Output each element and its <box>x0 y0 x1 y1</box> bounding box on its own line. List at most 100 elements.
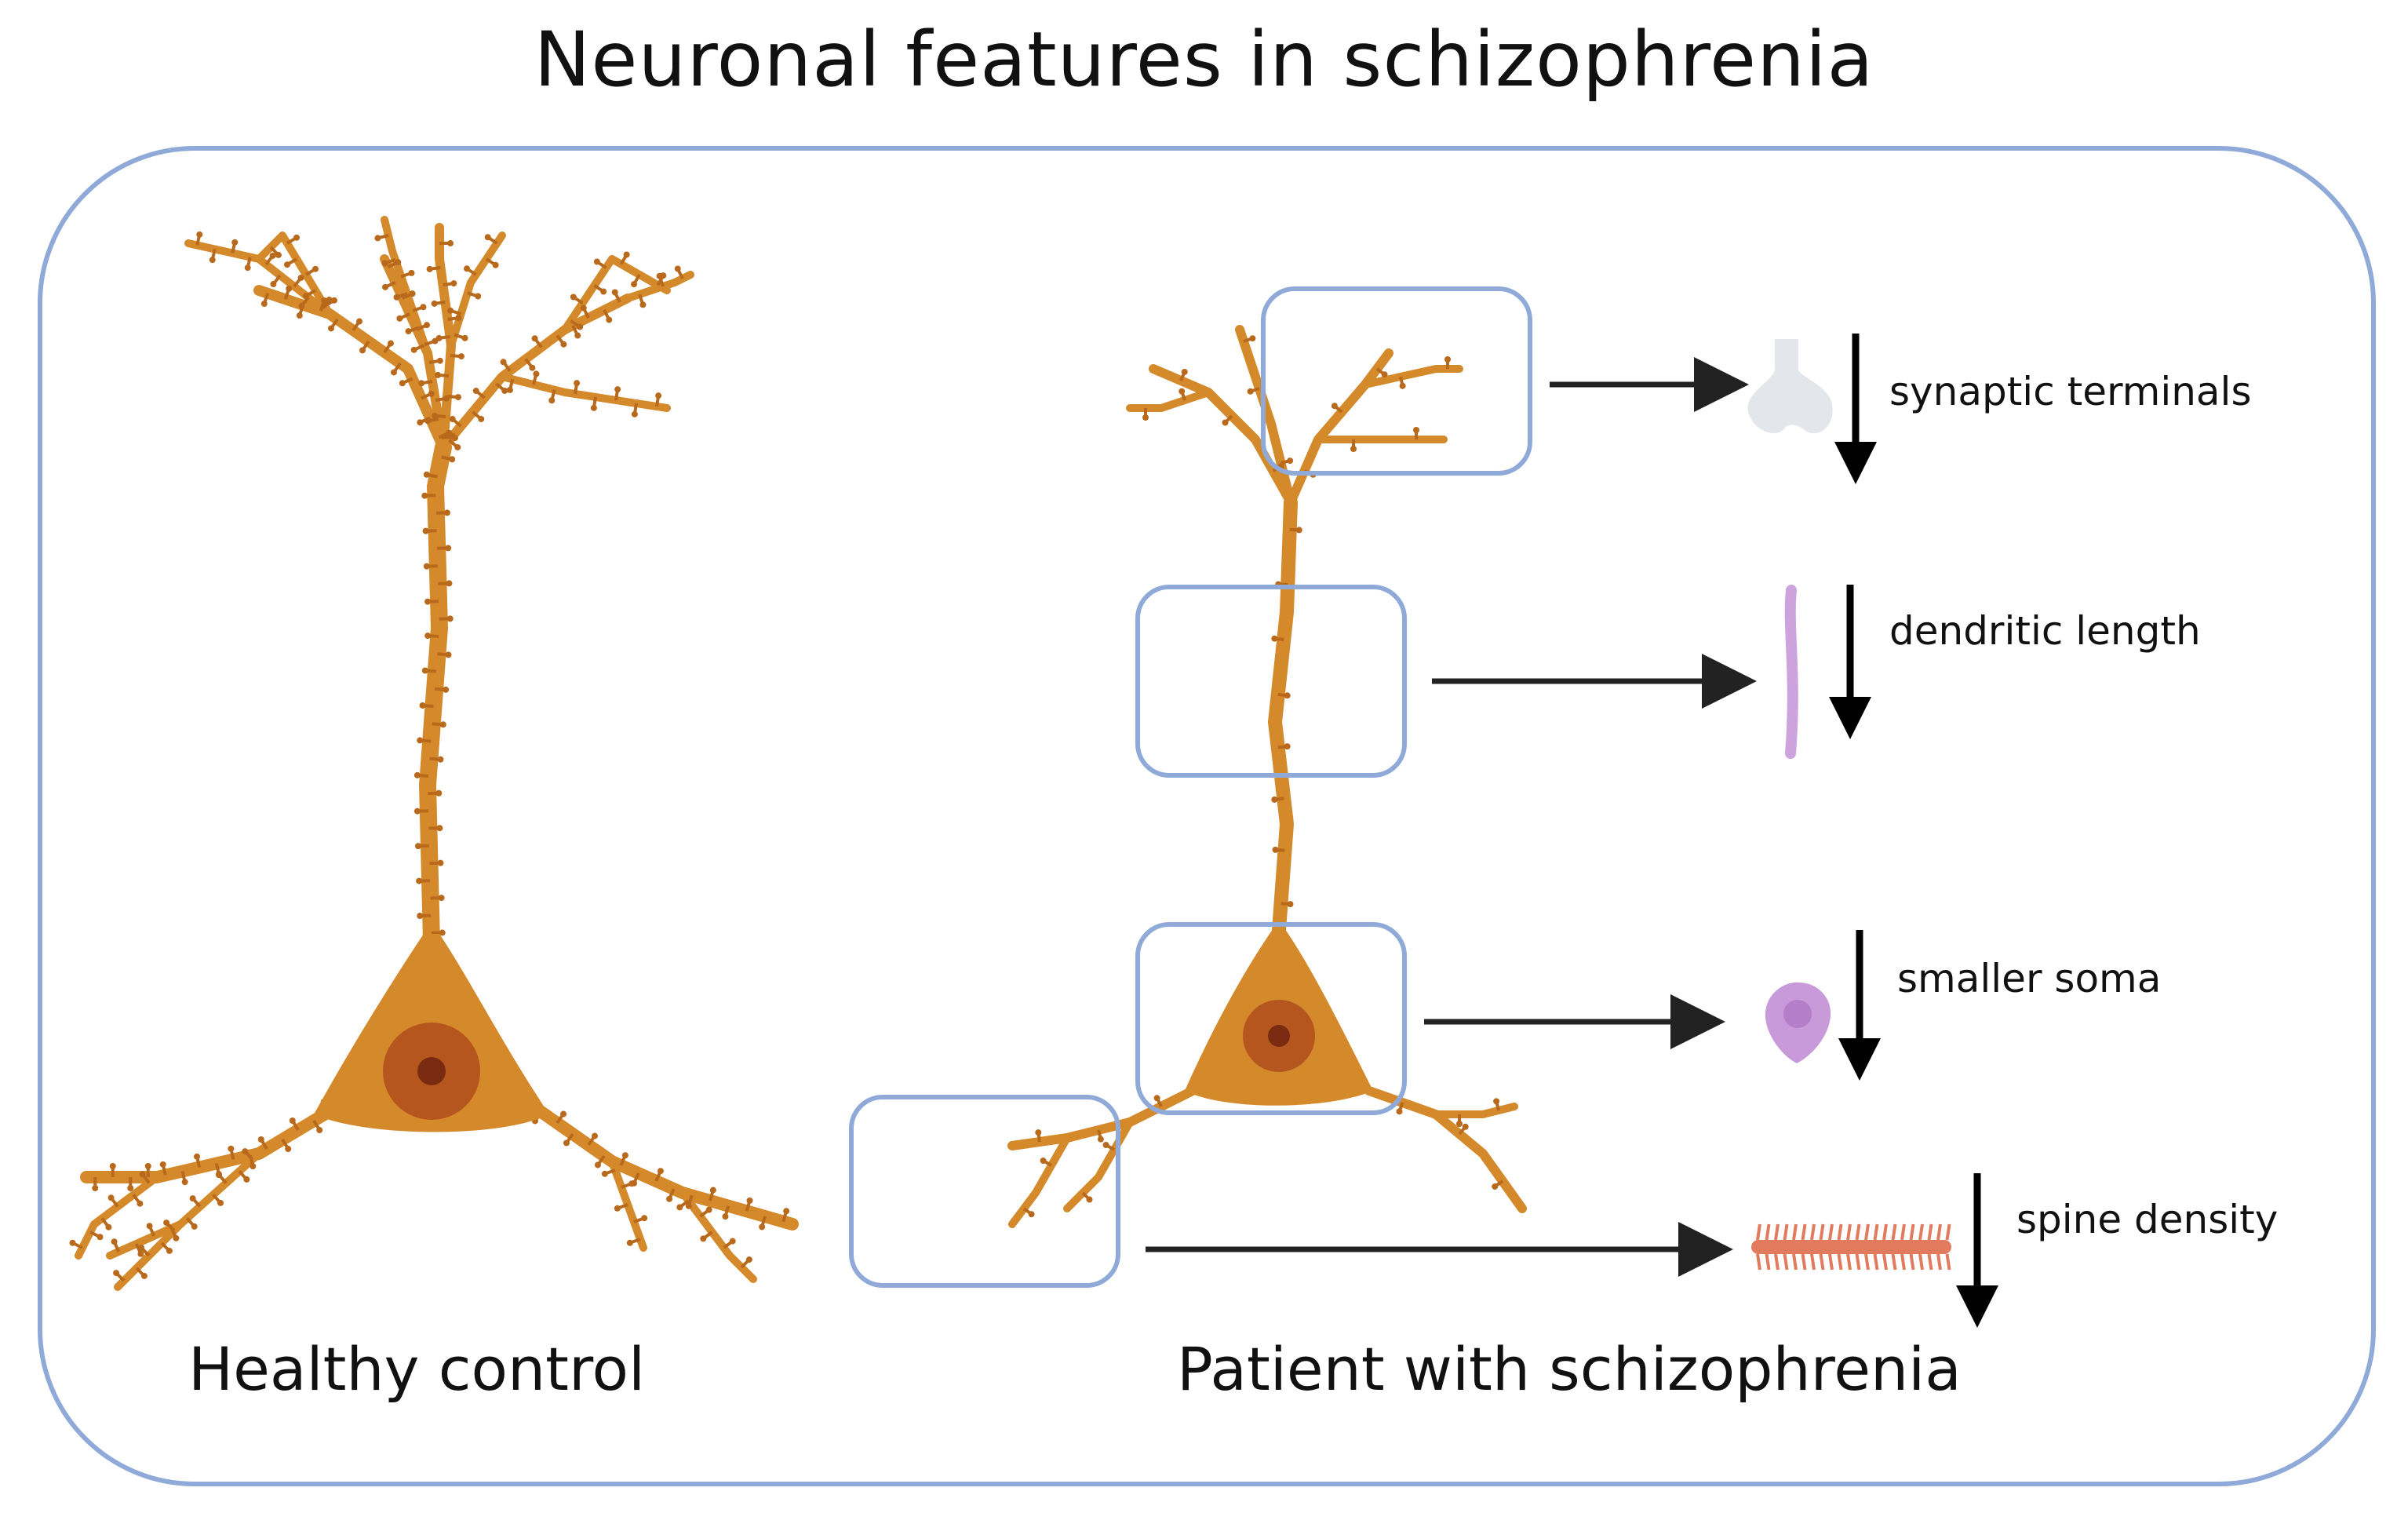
healthy-spine-head <box>623 251 630 258</box>
healthy-spine-head <box>592 1132 599 1139</box>
healthy-spine-head <box>138 1245 145 1252</box>
healthy-spine-head <box>359 347 366 354</box>
healthy-spine-head <box>529 364 536 371</box>
spine-icon-spike <box>1756 1253 1761 1271</box>
healthy-spine-head <box>417 419 424 426</box>
healthy-branch-10 <box>498 373 671 412</box>
spine-icon-spike <box>1918 1223 1924 1241</box>
patient-spine-head <box>1284 743 1291 750</box>
patient-branch-2 <box>1126 388 1212 412</box>
healthy-spine-head <box>435 334 443 341</box>
healthy-spine-head <box>270 281 277 288</box>
healthy-spine-head <box>577 323 584 330</box>
healthy-spine-head <box>417 737 424 744</box>
spine-icon-spike <box>1936 1253 1942 1271</box>
healthy-spine-head <box>676 1204 683 1211</box>
patient-spine-head <box>1181 368 1188 375</box>
patient-spine-head <box>1097 1136 1104 1143</box>
healthy-spine-head <box>631 281 638 288</box>
spine-icon-spike <box>1927 1253 1933 1271</box>
healthy-spine-head <box>656 272 663 279</box>
spine-icon-spike <box>1810 1223 1816 1241</box>
patient-spines <box>1022 335 1504 1218</box>
spine-icon-spike <box>1783 1223 1789 1241</box>
healthy-spine-head <box>414 843 421 850</box>
healthy-spine-head <box>435 789 443 797</box>
healthy-spine-head <box>413 771 421 778</box>
patient-spine-head <box>1028 1211 1035 1218</box>
healthy-spine-head <box>244 264 251 272</box>
patient-spine-head <box>1249 335 1256 342</box>
healthy-spine-head <box>484 234 491 241</box>
healthy-spine-head <box>111 1238 118 1245</box>
healthy-branch-5 <box>381 216 432 357</box>
synaptic-terminal-icon <box>1747 339 1833 434</box>
healthy-spine-head <box>399 380 406 387</box>
spine-icon-spike <box>1819 1223 1825 1241</box>
healthy-spine-head <box>454 443 461 450</box>
spine-icon-spike <box>1891 1223 1897 1241</box>
patient-spine-head <box>1247 388 1254 395</box>
patient-spine-head <box>1396 1108 1403 1115</box>
spine-icon-spike <box>1756 1223 1761 1241</box>
spine-icon-spike <box>1810 1253 1816 1271</box>
healthy-spine-head <box>674 265 681 272</box>
healthy-spine-head <box>231 239 239 246</box>
patient-branch-8 <box>1008 1134 1071 1228</box>
healthy-spine-head <box>293 234 301 241</box>
spine-icon-spike <box>1783 1253 1789 1271</box>
healthy-spine-head <box>374 235 381 242</box>
healthy-spine-head <box>709 1187 716 1194</box>
spine-icon-spike <box>1846 1223 1852 1241</box>
spine-icon-spike <box>1864 1223 1870 1241</box>
healthy-spine-head <box>594 1161 601 1169</box>
healthy-spine-head <box>228 1145 235 1152</box>
patient-spine-head <box>1493 1098 1500 1105</box>
patient-spine-head <box>1287 901 1294 908</box>
healthy-spine-head <box>606 316 613 323</box>
healthy-spine-head <box>194 1153 201 1160</box>
healthy-spine-head <box>450 280 457 287</box>
healthy-spine-head <box>666 1195 673 1202</box>
healthy-spine-head <box>159 1161 166 1168</box>
zoom-box-soma <box>1135 922 1407 1115</box>
healthy-spine-head <box>437 756 444 763</box>
healthy-spine-head <box>492 261 499 268</box>
healthy-spine-head <box>436 825 443 832</box>
healthy-spine-head <box>316 1127 323 1134</box>
healthy-spine-head <box>289 1117 296 1124</box>
spine-icon-spike <box>1765 1253 1771 1271</box>
figure-title: Neuronal features in schizophrenia <box>534 16 1874 104</box>
spine-icon-spike <box>1873 1253 1879 1271</box>
healthy-spine-head <box>600 288 607 295</box>
healthy-spine-head <box>560 1110 567 1117</box>
healthy-spine-head <box>639 301 647 308</box>
healthy-spine-head <box>439 929 446 936</box>
healthy-spine-head <box>242 1148 249 1155</box>
patient-spine-head <box>1142 414 1149 421</box>
healthy-spine-head <box>533 370 540 377</box>
healthy-spine-head <box>166 1247 173 1254</box>
healthy-spine-head <box>443 509 450 516</box>
patient-spine-head <box>1086 1196 1093 1203</box>
healthy-spine-head <box>331 297 338 304</box>
patient-spine-head <box>1444 356 1451 363</box>
healthy-spine-head <box>447 240 454 246</box>
patient-spine-head <box>1399 382 1406 389</box>
healthy-spine-head <box>464 265 471 272</box>
healthy-branch-9 <box>561 255 671 334</box>
healthy-spine-head <box>428 390 435 397</box>
healthy-spine-head <box>457 353 464 360</box>
healthy-spine-head <box>297 274 304 281</box>
healthy-spine-head <box>298 303 305 310</box>
healthy-spine-head <box>443 686 450 693</box>
patient-spine-head <box>1413 427 1419 433</box>
patient-spine-head <box>1178 388 1186 395</box>
spine-icon-spike <box>1855 1223 1861 1241</box>
healthy-spine-head <box>260 301 268 308</box>
soma-icon <box>1765 982 1831 1063</box>
healthy-spine-head <box>449 456 456 463</box>
patient-neuron <box>1007 325 1527 1228</box>
patient-spine-head <box>1462 1123 1469 1130</box>
